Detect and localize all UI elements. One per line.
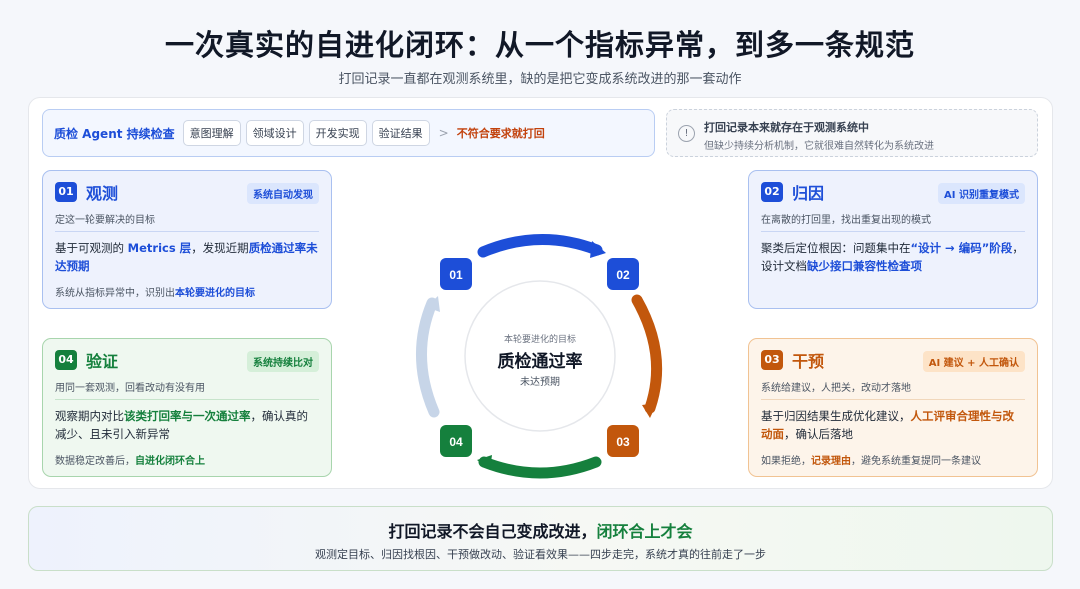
divider [55, 231, 319, 232]
step-number: 04 [55, 350, 77, 370]
node-01 [440, 258, 472, 290]
step-number: 02 [761, 182, 783, 202]
node-03-label: 03 [616, 435, 630, 449]
qa-pipeline: 质检 Agent 持续检查 意图理解 领域设计 开发实现 验证结果 > 不符合要… [42, 109, 655, 157]
node-02 [607, 258, 639, 290]
step-name: 验证 [86, 352, 119, 371]
step-number: 01 [55, 182, 77, 202]
center-status: 未达预期 [520, 377, 560, 388]
step-name: 归因 [792, 184, 825, 203]
step-number: 03 [761, 350, 783, 370]
page-title: 一次真实的自进化闭环：从一个指标异常，到多一条规范 [164, 28, 915, 62]
step-badge: AI 建议 + 人工确认 [922, 351, 1025, 372]
center-metric: 质检通过率 [497, 352, 583, 372]
note-text: 但缺少持续分析机制，它就很难自然转化为系统改进 [704, 141, 934, 152]
pipeline-step: 意图理解 [182, 120, 241, 146]
card-intervene: 03 干预 AI 建议 + 人工确认 系统给建议，人把关，改动才落地 基于归因结… [748, 338, 1038, 477]
node-02-label: 02 [616, 268, 630, 282]
note-title: 打回记录本来就存在于观测系统中 [704, 121, 869, 134]
step-goal: 系统给建议，人把关，改动才落地 [761, 383, 911, 394]
arc-attribute [631, 294, 663, 414]
step-footnote: 系统从指标异常中，识别出本轮要进化的目标 [55, 288, 255, 299]
step-name: 干预 [792, 352, 825, 371]
page-subtitle: 打回记录一直都在观测系统里，缺的是把它变成系统改进的那一套动作 [338, 72, 742, 87]
step-name: 观测 [86, 184, 119, 203]
step-goal: 在离散的打回里，找出重复出现的模式 [761, 215, 931, 226]
pipeline-outcome: 不符合要求就打回 [456, 127, 545, 140]
chevron-right-icon: > [438, 126, 449, 140]
arrowhead [642, 403, 657, 418]
step-goal: 定这一轮要解决的目标 [55, 215, 155, 226]
info-icon: ! [678, 125, 695, 142]
step-footnote: 如果拒绝，记录理由，避免系统重复提同一条建议 [761, 456, 981, 467]
divider [761, 399, 1025, 400]
step-body: 聚类后定位根因：问题集中在“设计 → 编码”阶段，设计文档缺少接口兼容性检查项 [761, 241, 1024, 273]
node-03 [607, 425, 639, 457]
summary-banner: 打回记录不会自己变成改进，闭环合上才会 观测定目标、归因找根因、干预做改动、验证… [28, 506, 1053, 571]
center-circle [464, 280, 616, 432]
step-badge: 系统持续比对 [247, 351, 319, 372]
step-body: 观察期内对比该类打回率与一次通过率，确认真的减少、且未引入新异常 [55, 409, 308, 441]
arrowhead [477, 455, 492, 470]
node-04-label: 04 [449, 435, 463, 449]
divider [55, 399, 319, 400]
step-badge: AI 识别重复模式 [938, 183, 1025, 204]
arrowhead [426, 296, 440, 312]
pipeline-step: 验证结果 [371, 120, 430, 146]
step-body: 基于可观测的 Metrics 层，发现近期质检通过率未达预期 [55, 241, 318, 273]
step-badge: 系统自动发现 [247, 183, 319, 204]
summary-title: 打回记录不会自己变成改进，闭环合上才会 [388, 522, 693, 541]
pipeline-step: 开发实现 [308, 120, 367, 146]
divider [761, 231, 1025, 232]
card-verify: 04 验证 系统持续比对 用同一套观测，回看改动有没有用 观察期内对比该类打回率… [42, 338, 332, 477]
node-01-label: 01 [449, 268, 463, 282]
center-caption: 本轮要进化的目标 [503, 335, 576, 345]
step-footnote: 数据稳定改善后，自进化闭环合上 [55, 456, 205, 467]
info-note: ! 打回记录本来就存在于观测系统中 但缺少持续分析机制，它就很难自然转化为系统改… [666, 109, 1038, 157]
node-04 [440, 425, 472, 457]
arc-verify [478, 456, 602, 479]
card-observe: 01 观测 系统自动发现 定这一轮要解决的目标 基于可观测的 Metrics 层… [42, 170, 332, 309]
step-goal: 用同一套观测，回看改动有没有用 [55, 383, 205, 394]
summary-text: 观测定目标、归因找根因、干预做改动、验证看效果——四步走完，系统才真的往前走了一… [315, 548, 766, 561]
step-body: 基于归因结果生成优化建议，人工评审合理性与改动面，确认后落地 [761, 409, 1014, 441]
card-attribute: 02 归因 AI 识别重复模式 在离散的打回里，找出重复出现的模式 聚类后定位根… [748, 170, 1038, 309]
arc-observe [477, 234, 603, 258]
pipeline-step: 领域设计 [245, 120, 304, 146]
arc-return [416, 297, 440, 418]
cycle-diagram: 01 02 03 04 [416, 234, 663, 479]
pipeline-lead: 质检 Agent 持续检查 [54, 126, 175, 141]
arrowhead [590, 241, 606, 258]
